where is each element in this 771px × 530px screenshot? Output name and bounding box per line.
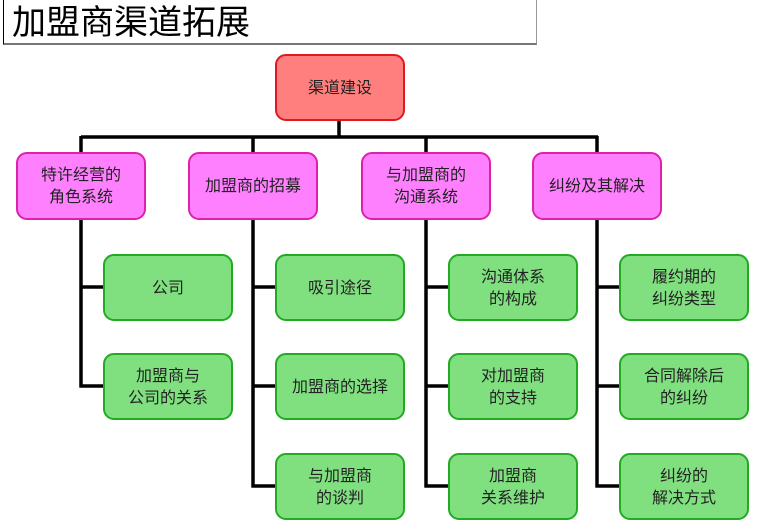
branch-node: 加盟商的招募 — [188, 152, 318, 220]
leaf-node: 加盟商的选择 — [275, 353, 405, 420]
leaf-node: 加盟商与 公司的关系 — [103, 353, 233, 420]
branch-node: 纠纷及其解决 — [532, 152, 662, 220]
page-title: 加盟商渠道拓展 — [3, 0, 537, 45]
leaf-node: 履约期的 纠纷类型 — [619, 254, 749, 321]
leaf-node: 合同解除后 的纠纷 — [619, 353, 749, 420]
leaf-node: 纠纷的 解决方式 — [619, 453, 749, 520]
branch-node: 特许经营的 角色系统 — [16, 152, 146, 220]
leaf-node: 加盟商 关系维护 — [448, 453, 578, 520]
leaf-node: 公司 — [103, 254, 233, 321]
leaf-node: 对加盟商 的支持 — [448, 353, 578, 420]
branch-node: 与加盟商的 沟通系统 — [361, 152, 491, 220]
leaf-node: 吸引途径 — [275, 254, 405, 321]
leaf-node: 与加盟商 的谈判 — [275, 453, 405, 520]
root-node: 渠道建设 — [275, 54, 405, 121]
leaf-node: 沟通体系 的构成 — [448, 254, 578, 321]
